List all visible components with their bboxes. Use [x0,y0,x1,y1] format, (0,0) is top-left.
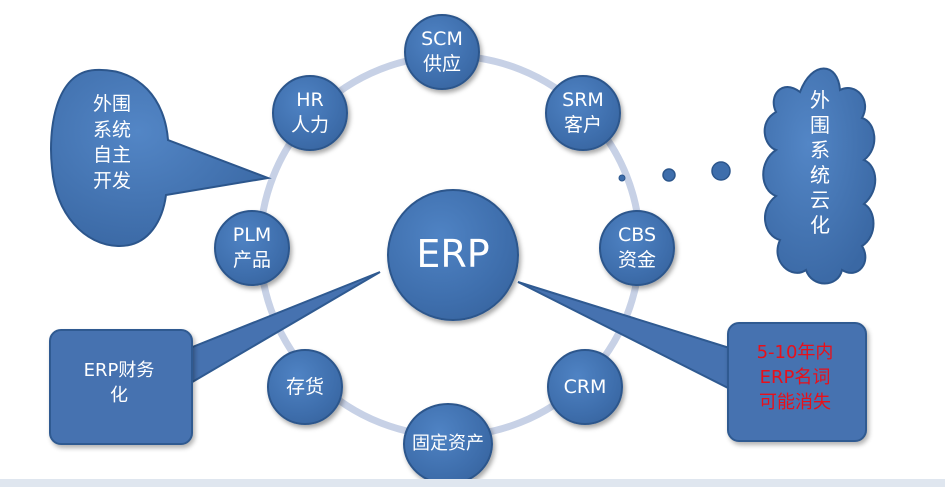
node-fixed-assets: 固定资产 [403,403,493,485]
node-crm: CRM [547,349,623,425]
node-hr-line2: 人力 [290,114,329,136]
vanish-callout-box [727,322,867,442]
node-hr-line1: HR [296,89,324,112]
thought-dot-large [711,161,731,181]
vanish-line-1: 5-10年内 [756,342,834,363]
cloud-char-6: 化 [810,213,830,237]
self-dev-line-3: 自主 [92,144,131,167]
cloud-char-3: 系 [810,138,830,162]
finance-callout-text: ERP财务 化 [49,358,189,408]
self-dev-line-2: 系统 [92,118,131,141]
node-cbs-line2: 资金 [617,249,656,271]
node-scm-line2: 供应 [422,53,461,75]
bottom-strip [0,479,945,487]
vanish-line-2: ERP名词 [759,367,831,389]
node-hr: HR 人力 [272,75,348,151]
vanish-line-3: 可能消失 [759,392,831,414]
cloud-char-5: 云 [810,188,830,212]
node-plm-line1: PLM [232,224,272,247]
node-cbs-line1: CBS [617,224,657,247]
cloud-char-1: 外 [810,88,830,112]
cloud-shape [762,67,877,285]
cloud-char-4: 统 [810,163,830,187]
self-dev-text: 外围 系统 自主 开发 [72,92,152,195]
node-inventory-line1: 存货 [285,375,324,398]
finance-line-1: ERP财务 [83,360,155,381]
self-dev-line-4: 开发 [92,169,131,192]
finance-line-2: 化 [110,385,128,407]
node-srm: SRM 客户 [545,75,621,151]
finance-callout-box [49,329,193,445]
node-srm-line2: 客户 [563,114,602,136]
node-crm-line1: CRM [563,375,607,398]
node-cbs: CBS 资金 [599,210,675,286]
node-inventory: 存货 [267,349,343,425]
cloud-char-2: 围 [810,113,830,137]
node-plm-line2: 产品 [232,249,271,271]
thought-dot-small [618,174,626,182]
erp-center-node: ERP [387,189,519,321]
erp-center-label: ERP [416,232,490,277]
cloud-text: 外 围 系 统 云 化 [805,88,835,238]
vanish-callout-text: 5-10年内 ERP名词 可能消失 [727,340,863,416]
node-fixed-assets-line1: 固定资产 [412,433,484,455]
node-scm: SCM 供应 [404,14,480,90]
node-scm-line1: SCM [421,28,463,51]
node-plm: PLM 产品 [214,210,290,286]
self-dev-bubble [50,68,272,248]
thought-dot-medium [662,168,676,182]
node-srm-line1: SRM [562,89,604,112]
self-dev-line-1: 外围 [92,93,131,115]
